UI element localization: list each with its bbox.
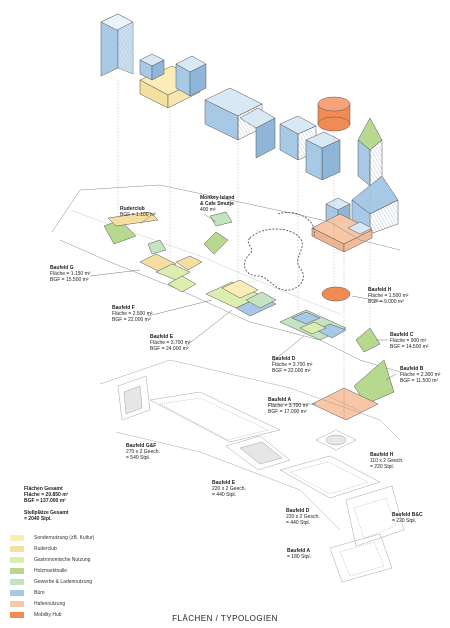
legend-label: Büro <box>34 589 45 596</box>
label-parking-a: Baufeld A= 180 Stpl. <box>287 548 312 560</box>
legend-swatch <box>10 534 24 541</box>
footprint-f <box>205 279 277 317</box>
figure-caption: FLÄCHEN / TYPOLOGIEN <box>172 614 278 623</box>
totals-flaechen-title: Flächen Gesamt <box>24 486 63 492</box>
legend-swatch <box>10 578 24 585</box>
footprint-e <box>279 309 347 341</box>
legend-label: Ruderclub <box>34 545 57 552</box>
legend-label: Holzmarktnalle <box>34 567 68 574</box>
footprint-mobility <box>321 286 351 302</box>
site-plan <box>51 184 401 421</box>
label-parking-bc: Baufeld B&C= 220 Stpl. <box>392 512 423 524</box>
legend-label: Gewerbe & Ladennutzung <box>34 578 93 585</box>
legend-swatch <box>10 589 24 596</box>
legend-swatch <box>10 611 24 618</box>
legend-label: Sondernutzung (zB. Kultur) <box>34 534 95 541</box>
legend-item: Holzmarktnalle <box>10 565 150 576</box>
legend-item: Büro <box>10 587 150 598</box>
parking-layer <box>99 359 405 583</box>
legend-item: Gewerbe & Ladennutzung <box>10 576 150 587</box>
legend-swatch <box>10 545 24 552</box>
volume-e <box>204 87 276 159</box>
legend-label: Mobility Hub <box>34 611 62 618</box>
volume-g-tower <box>100 13 134 77</box>
legend-item: Gastronomische Nutzung <box>10 554 150 565</box>
footprint-a <box>311 387 379 421</box>
exploded-volumes <box>100 13 399 253</box>
legend-item: Mobility Hub <box>10 609 150 620</box>
leader-lines <box>89 213 397 405</box>
volume-c <box>357 117 383 187</box>
legend-swatch <box>10 556 24 563</box>
legend-label: Gastronomische Nutzung <box>34 556 91 563</box>
legend-item: Sondernutzung (zB. Kultur) <box>10 532 150 543</box>
footprint-g <box>139 253 203 293</box>
legend-swatch <box>10 567 24 574</box>
totals-bgf: BGF = 137.000 m² <box>24 498 66 504</box>
legend-swatch <box>10 600 24 607</box>
legend-item: Hafennutzung <box>10 598 150 609</box>
legend-label: Hafennutzung <box>34 600 66 607</box>
volume-d <box>279 115 341 181</box>
volume-mobility-hub <box>317 96 351 132</box>
volume-g-low <box>139 53 207 109</box>
legend-item: Ruderclub <box>10 543 150 554</box>
totals-stellplaetze-title: Stellplätze Gesamt <box>24 510 69 516</box>
totals-stpl: = 2040 Stpl. <box>24 516 52 522</box>
projection-lines <box>117 80 371 388</box>
totals-block: Flächen Gesamt Fläche = 20.850 m² BGF = … <box>24 486 68 522</box>
footprint-c <box>355 327 381 353</box>
totals-flaeche: Fläche = 20.850 m² <box>24 492 69 498</box>
